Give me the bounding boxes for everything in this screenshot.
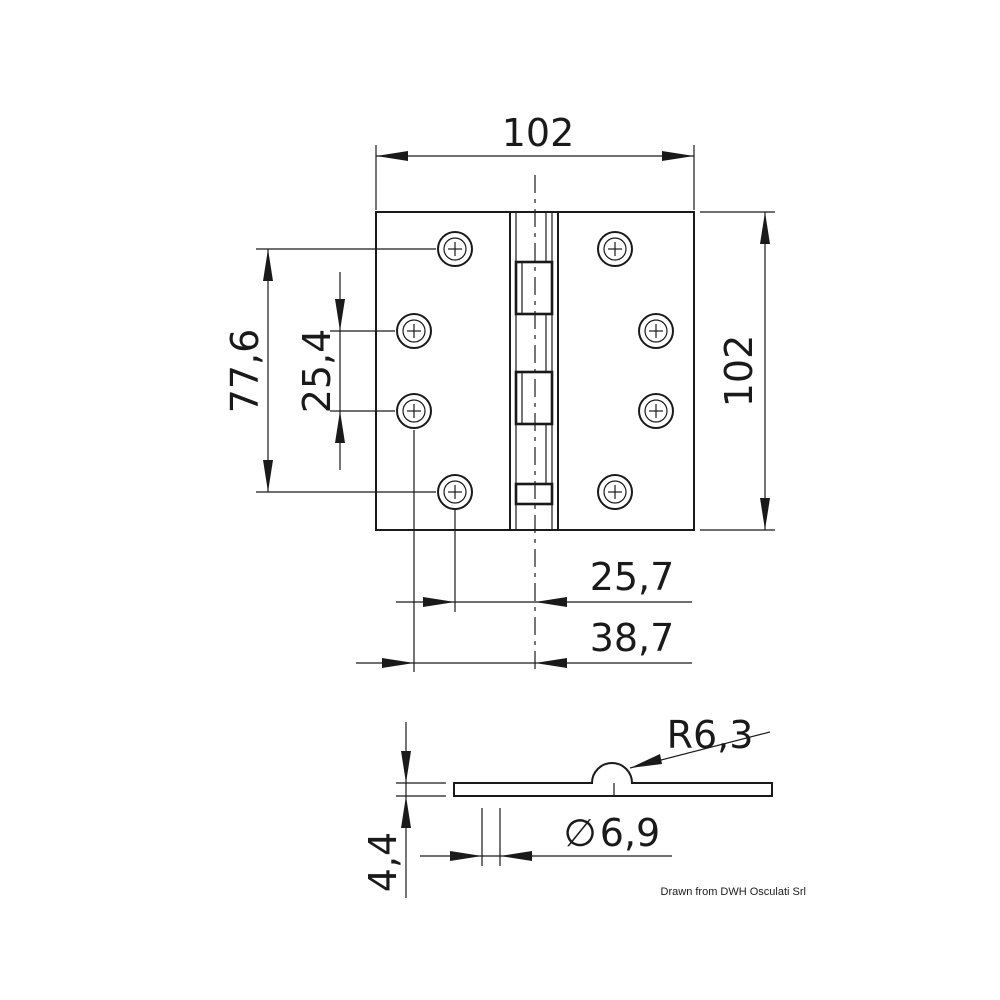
arrow-head [662,151,694,161]
screw-hole-icon [638,393,674,429]
screw-hole-icon [396,313,432,349]
arrow-head [535,658,567,668]
hinge-front-view [375,175,695,675]
arrow-head [263,460,273,492]
outer-pitch-dimension: 77,6 [223,248,436,493]
width-dimension: 102 [375,111,695,210]
arrow-head [335,299,345,331]
drawing-credit: Drawn from DWH Osculati Srl [661,886,806,898]
knuckle-segments [514,212,554,506]
inner-offset-label: 25,7 [590,555,675,599]
screw-hole-icon [437,474,473,510]
outer-offset-label: 38,7 [590,616,675,660]
arrow-head [263,249,273,281]
thickness-dimension: 4,4 [361,722,446,898]
arrow-head [382,658,414,668]
screw-hole-icon [638,313,674,349]
arrow-head [535,597,567,607]
arrow-head [760,212,770,244]
right-leaf [557,211,695,531]
diameter-label: 6,9 [600,811,660,855]
arrow-head [760,498,770,530]
arrow-head [450,851,482,861]
width-label: 102 [502,111,575,155]
diameter-dimension: ∅ 6,9 [420,808,672,866]
height-label: 102 [717,335,761,408]
screw-hole-icon [597,231,633,267]
height-dimension: 102 [700,211,775,531]
arrow-head [335,411,345,443]
screw-hole-icon [597,474,633,510]
screw-hole-icon [437,231,473,267]
screw-holes [396,231,674,510]
arrow-head [376,151,408,161]
outer-pitch-label: 77,6 [223,329,267,414]
arrow-head [423,597,455,607]
left-leaf [375,211,511,531]
hinge-side-view: R6,3 [453,713,773,797]
radius-label: R6,3 [667,713,754,757]
arrow-head [500,851,532,861]
arrow-head [401,796,411,828]
arrow-head [630,754,662,768]
screw-hole-icon [396,393,432,429]
diameter-symbol: ∅ [563,811,596,855]
offset-dimensions: 25,7 38,7 [356,430,692,672]
arrow-head [401,751,411,783]
thickness-label: 4,4 [361,832,405,892]
inner-pitch-label: 25,4 [295,329,339,414]
inner-pitch-dimension: 25,4 [295,272,395,470]
